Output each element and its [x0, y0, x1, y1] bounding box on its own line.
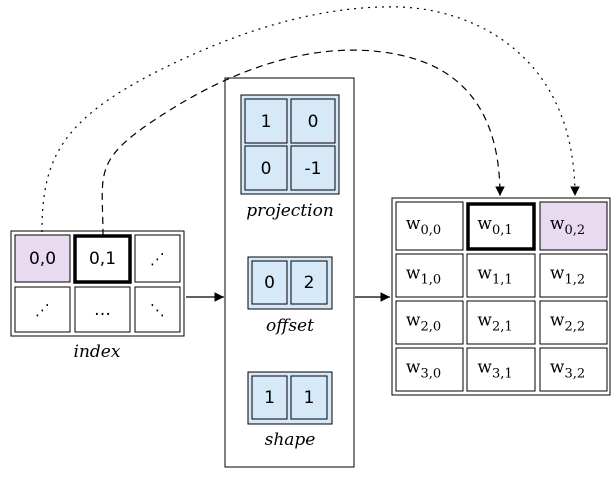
- shape-cell-1: [290, 375, 328, 420]
- offset-vector: 0 2: [247, 256, 333, 310]
- weight-cell-3-1-text: w3,1: [477, 358, 512, 382]
- projection-cell-1-1-text: -1: [305, 159, 322, 179]
- weight-cell-1-0-text: w1,0: [406, 264, 441, 288]
- index-cell-0-1-text: 0,1: [89, 249, 116, 269]
- index-cell-0-0: [14, 234, 71, 283]
- index-cell-1-0-text: ⋰: [35, 301, 50, 319]
- weight-cell-3-2: [539, 347, 608, 392]
- offset-label: offset: [266, 316, 314, 336]
- weight-cell-0-0: [395, 201, 464, 251]
- shape-vector: 1 1: [247, 371, 333, 425]
- weight-cell-1-2-text: w1,2: [550, 264, 585, 288]
- weight-cell-2-0: [395, 300, 464, 345]
- projection-cell-1-0: [244, 145, 288, 191]
- index-label: index: [74, 342, 121, 362]
- weight-cell-0-1: [466, 202, 536, 251]
- weight-cell-0-2: [539, 201, 608, 251]
- weight-cell-2-2-text: w2,2: [550, 311, 585, 335]
- index-cell-0-0-text: 0,0: [29, 249, 56, 269]
- weight-cell-2-1: [466, 300, 536, 345]
- weight-cell-0-0-text: w0,0: [406, 214, 441, 238]
- weight-cell-1-0: [395, 253, 464, 298]
- index-cell-0-2: [134, 234, 181, 283]
- shape-cell-0-text: 1: [264, 388, 275, 408]
- offset-cell-1-text: 2: [304, 273, 315, 293]
- projection-cell-0-1: [290, 98, 336, 144]
- index-grid: 0,0 0,1 ⋰ ⋰ … ⋱: [10, 230, 185, 337]
- index-cell-1-2-text: ⋱: [150, 301, 165, 319]
- offset-cell-0: [251, 260, 288, 305]
- projection-matrix: 1 0 0 -1: [240, 94, 340, 195]
- weight-cell-3-1: [466, 347, 536, 392]
- index-cell-1-0: [14, 286, 71, 333]
- index-cell-1-1-text: …: [94, 300, 111, 320]
- offset-cell-0-text: 0: [264, 273, 275, 293]
- weight-cell-0-2-text: w0,2: [550, 214, 585, 238]
- weight-cell-1-2: [539, 253, 608, 298]
- weight-cell-2-1-text: w2,1: [477, 311, 512, 335]
- index-cell-1-2: [134, 286, 181, 333]
- projection-cell-1-0-text: 0: [261, 159, 272, 179]
- projection-cell-0-0-text: 1: [261, 112, 272, 132]
- projection-label: projection: [246, 201, 334, 221]
- shape-cell-0: [251, 375, 288, 420]
- weight-cell-1-1: [466, 253, 536, 298]
- shape-cell-1-text: 1: [304, 388, 315, 408]
- offset-cell-1: [290, 260, 328, 305]
- shape-label: shape: [265, 430, 316, 450]
- weight-cell-1-1-text: w1,1: [477, 264, 512, 288]
- weight-cell-0-1-text: w0,1: [477, 214, 512, 238]
- weight-cell-3-0-text: w3,0: [406, 358, 441, 382]
- weight-cell-3-0: [395, 347, 464, 392]
- projection-cell-1-1: [290, 145, 336, 191]
- weight-cell-3-2-text: w3,2: [550, 358, 585, 382]
- index-cell-1-1: [74, 286, 131, 333]
- projection-cell-0-1-text: 0: [308, 112, 319, 132]
- index-cell-0-2-text: ⋰: [150, 250, 165, 268]
- weight-cell-2-0-text: w2,0: [406, 311, 441, 335]
- weight-cell-2-2: [539, 300, 608, 345]
- dashed-arrow-0-1: [101, 49, 505, 237]
- weights-grid: w0,0 w0,1 w0,2 w1,0 w1,1 w1,2 w2,0 w2,1 w2,2 w3,0…: [395, 201, 608, 392]
- projection-cell-0-0: [244, 98, 288, 144]
